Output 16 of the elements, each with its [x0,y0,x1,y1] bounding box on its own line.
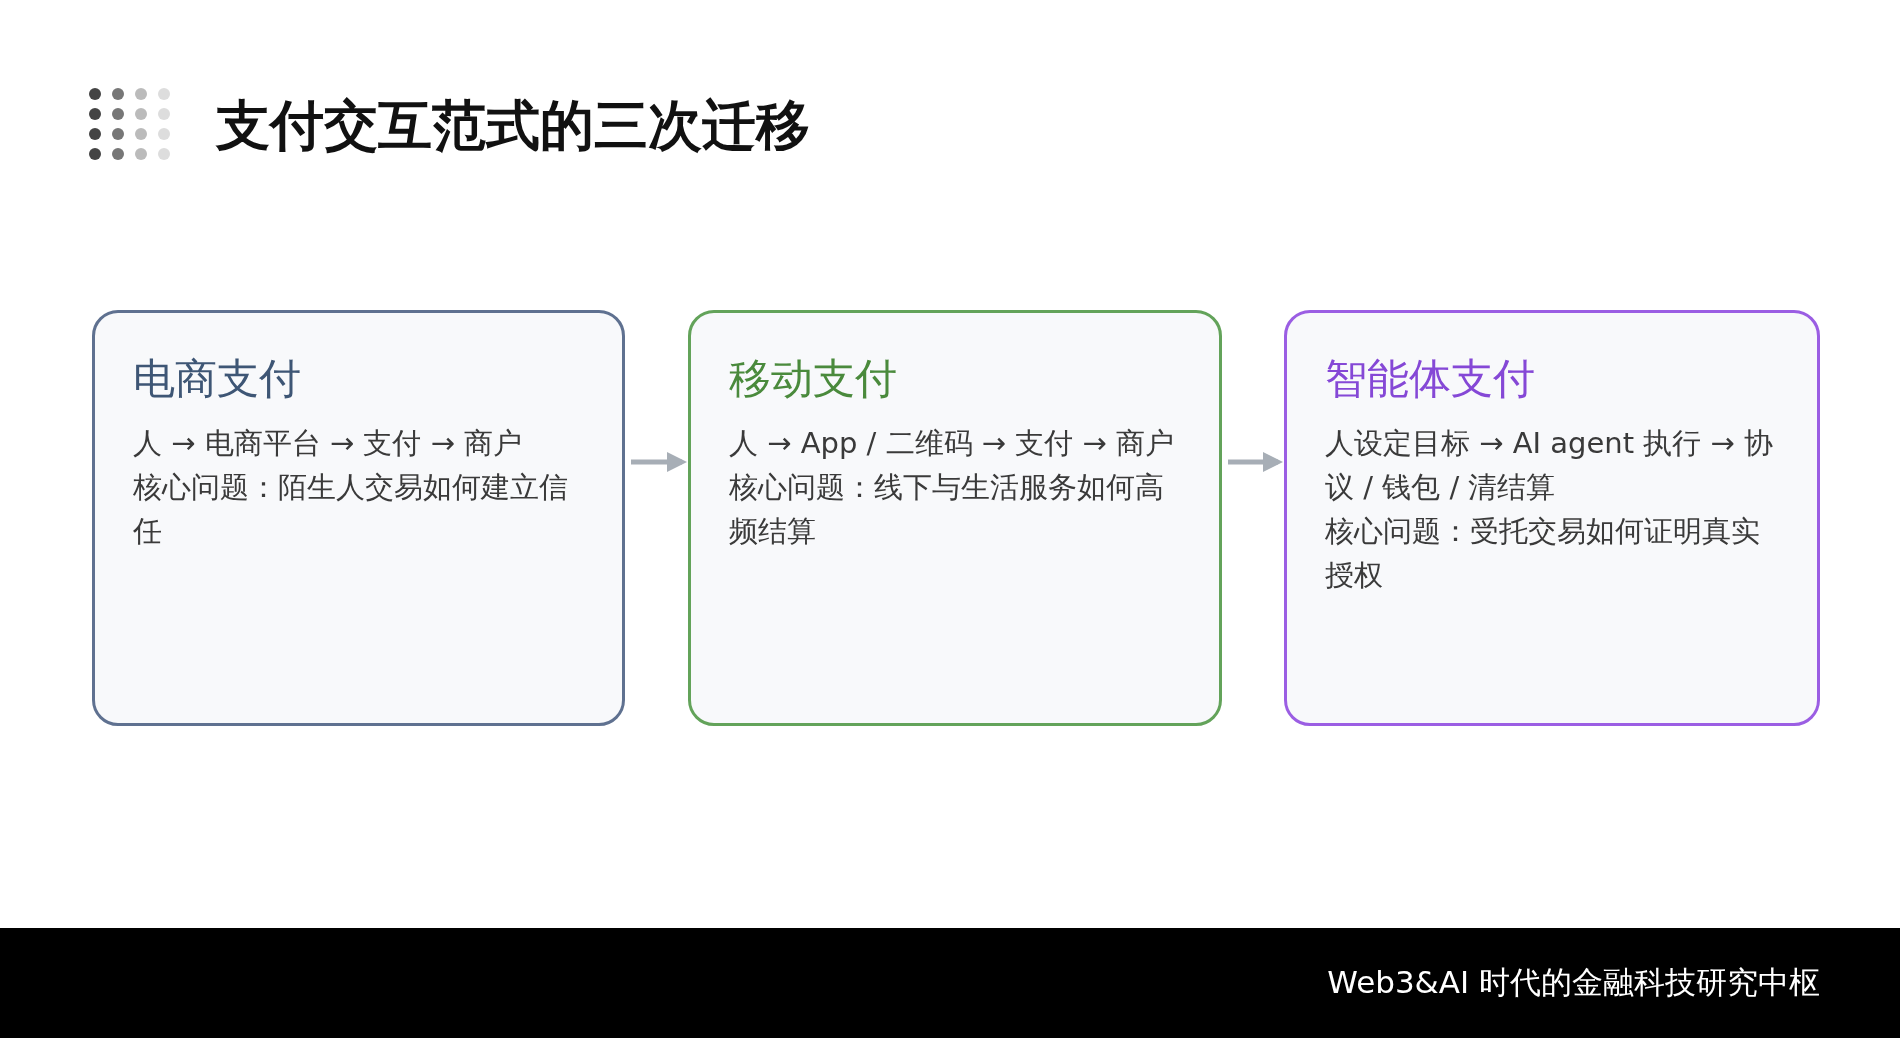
box-heading: 智能体支付 [1325,353,1536,405]
question-text: 核心问题：线下与生活服务如何高频结算 [729,469,1165,550]
arrow [1228,452,1283,472]
flow-text: 人 → 电商平台 → 支付 → 商户 [133,425,524,462]
box-heading: 电商支付 [133,353,302,405]
question-text: 核心问题：受托交易如何证明真实授权 [1325,513,1761,594]
stage-box [1284,310,1820,726]
footer-text: Web3&AI 时代的金融科技研究中枢 [1327,963,1820,1002]
arrow [631,452,687,472]
flow-text: 人设定目标 → AI agent 执行 → 协议 / 钱包 / 清结算 [1325,425,1775,506]
question-text: 核心问题：陌生人交易如何建立信任 [133,469,569,550]
box-heading: 移动支付 [729,353,898,405]
stage-box [688,310,1222,726]
title: 支付交互范式的三次迁移 [216,94,810,158]
flow-text: 人 → App / 二维码 → 支付 → 商户 [729,425,1176,462]
stage-box [92,310,625,726]
